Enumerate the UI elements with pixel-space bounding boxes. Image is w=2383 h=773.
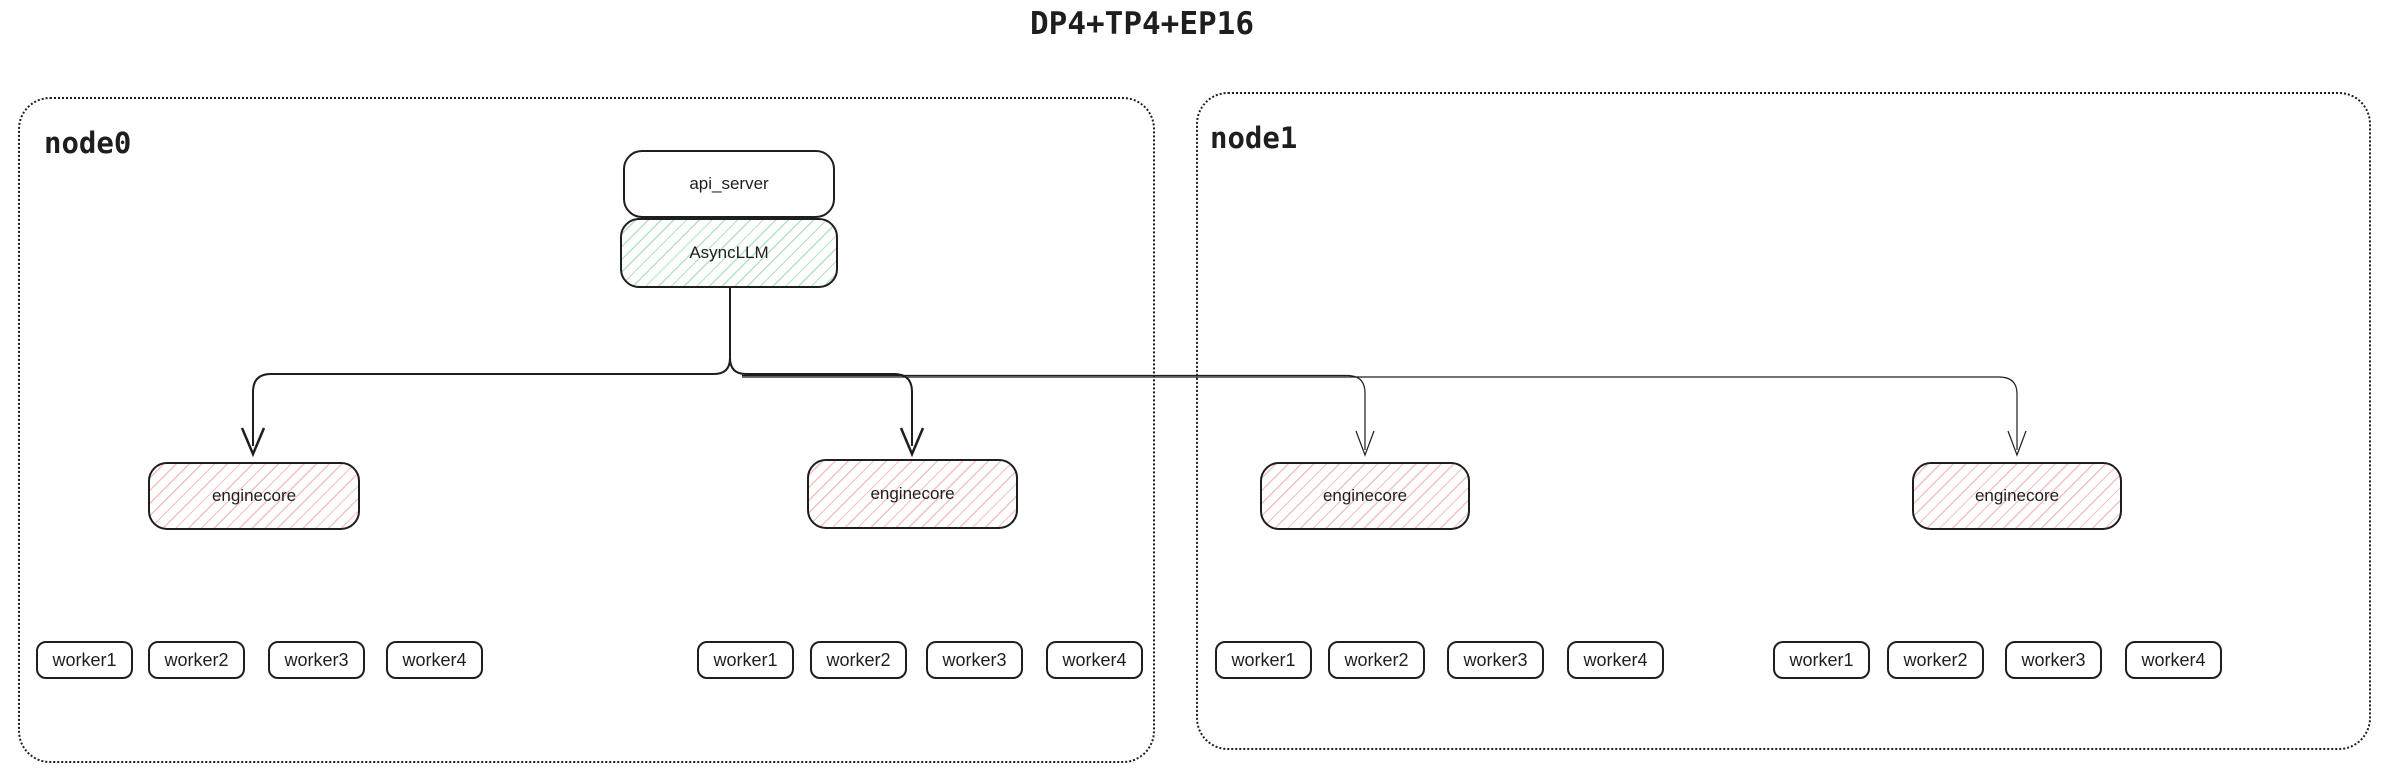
async-llm-box: AsyncLLM: [620, 218, 838, 288]
worker-box: worker4: [2125, 641, 2222, 679]
worker-box: worker2: [1328, 641, 1425, 679]
diagram-title: DP4+TP4+EP16: [1030, 6, 1254, 42]
node0-label: node0: [44, 126, 132, 160]
worker-box: worker2: [148, 641, 245, 679]
api-server-box: api_server: [623, 150, 835, 218]
worker-box: worker1: [36, 641, 133, 679]
worker-box: worker3: [268, 641, 365, 679]
worker-box: worker4: [1046, 641, 1143, 679]
worker-box: worker2: [810, 641, 907, 679]
worker-box: worker1: [1215, 641, 1312, 679]
worker-box: worker3: [2005, 641, 2102, 679]
worker-box: worker1: [697, 641, 794, 679]
worker-box: worker2: [1887, 641, 1984, 679]
worker-box: worker4: [386, 641, 483, 679]
node1-label: node1: [1210, 121, 1298, 155]
enginecore-box-3: enginecore: [1260, 462, 1470, 530]
worker-box: worker1: [1773, 641, 1870, 679]
enginecore-box-4: enginecore: [1912, 462, 2122, 530]
enginecore-box-2: enginecore: [807, 459, 1018, 529]
worker-box: worker3: [1447, 641, 1544, 679]
worker-box: worker4: [1567, 641, 1664, 679]
worker-box: worker3: [926, 641, 1023, 679]
enginecore-box-1: enginecore: [148, 462, 360, 530]
